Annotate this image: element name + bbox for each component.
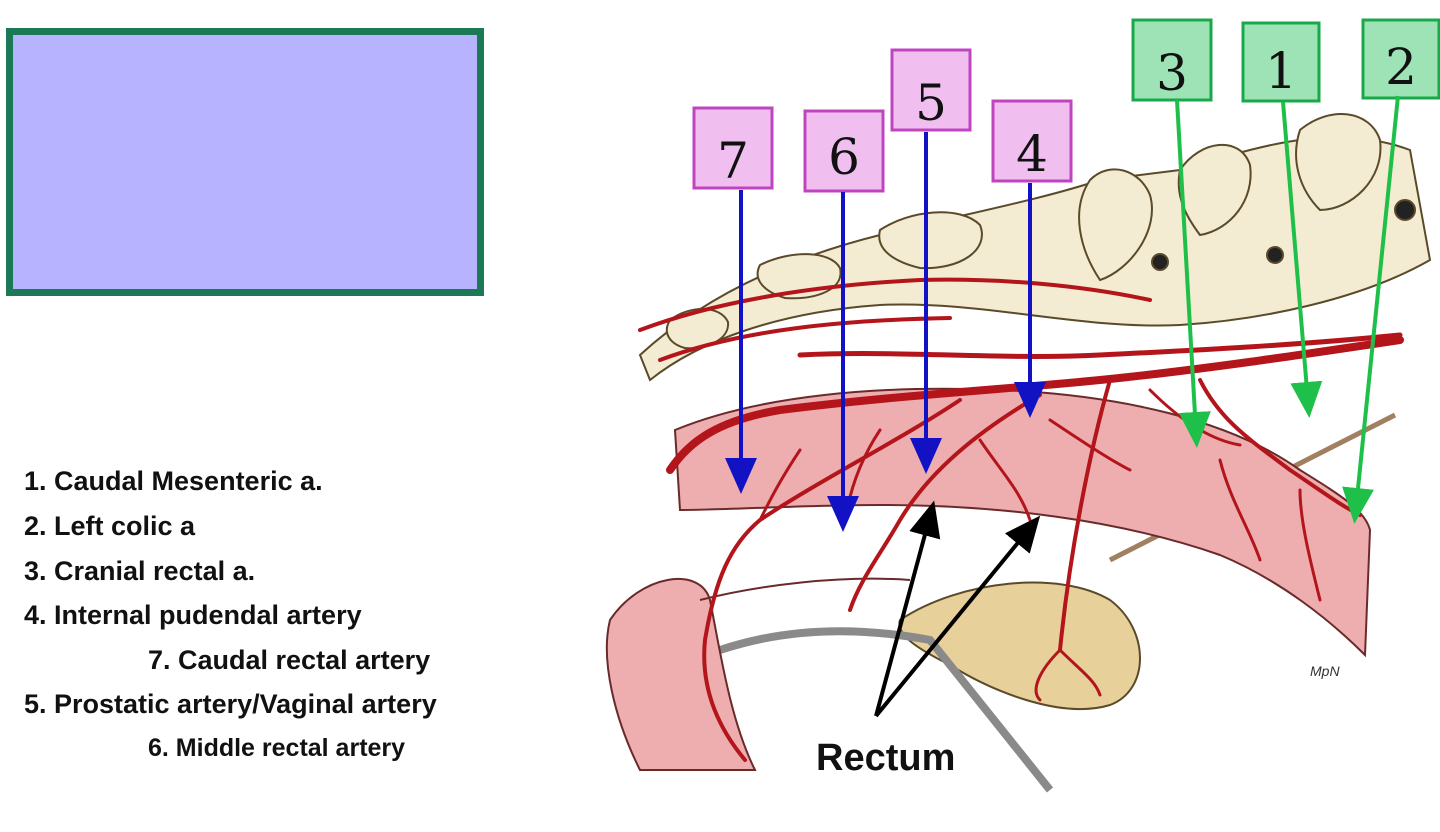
pink-label-7-text: 7 <box>717 132 749 190</box>
urethra <box>718 627 1054 793</box>
green-label-3: 3 <box>1131 18 1213 102</box>
arrow-3 <box>1175 99 1211 448</box>
green-label-3-text: 3 <box>1156 44 1188 102</box>
rectum-arrows <box>874 500 1041 718</box>
rectum-arrow-right <box>874 515 1041 718</box>
pink-label-6-text: 6 <box>828 128 860 186</box>
arrow-1 <box>1281 101 1323 418</box>
rectum-arrow-left <box>874 500 941 717</box>
answer-box <box>6 28 484 296</box>
green-label-1-text: 1 <box>1265 42 1297 100</box>
green-label-1: 1 <box>1241 21 1321 103</box>
artist-initials: MpN <box>1310 663 1340 679</box>
blue-arrows <box>725 132 1046 532</box>
anatomy-illustration: MpN <box>605 113 1432 793</box>
arrow-2 <box>1342 95 1400 524</box>
green-label-2: 2 <box>1361 18 1440 100</box>
legend-item-1: 1. Caudal Mesenteric a. <box>24 466 323 496</box>
vertebrae <box>638 113 1432 382</box>
legend-item-3: 3. Cranial rectal a. <box>24 556 256 586</box>
legend-item-6: 6. Middle rectal artery <box>148 734 406 762</box>
pink-label-4: 4 <box>991 99 1073 183</box>
legend-item-5: 5. Prostatic artery/Vaginal artery <box>24 689 437 719</box>
pink-label-7: 7 <box>692 106 774 190</box>
pink-label-5-text: 5 <box>915 74 947 132</box>
green-arrows <box>1175 95 1400 524</box>
green-label-2-text: 2 <box>1385 38 1417 96</box>
legend-item-2: 2. Left colic a <box>24 511 196 541</box>
pink-label-4-text: 4 <box>1016 125 1048 183</box>
legend-item-7: 7. Caudal rectal artery <box>148 645 431 675</box>
pink-label-6: 6 <box>803 109 885 193</box>
rectum-label: Rectum <box>816 737 955 779</box>
arteries <box>638 277 1404 762</box>
pink-label-5: 5 <box>890 48 972 132</box>
legend-item-4: 4. Internal pudendal artery <box>24 600 362 630</box>
